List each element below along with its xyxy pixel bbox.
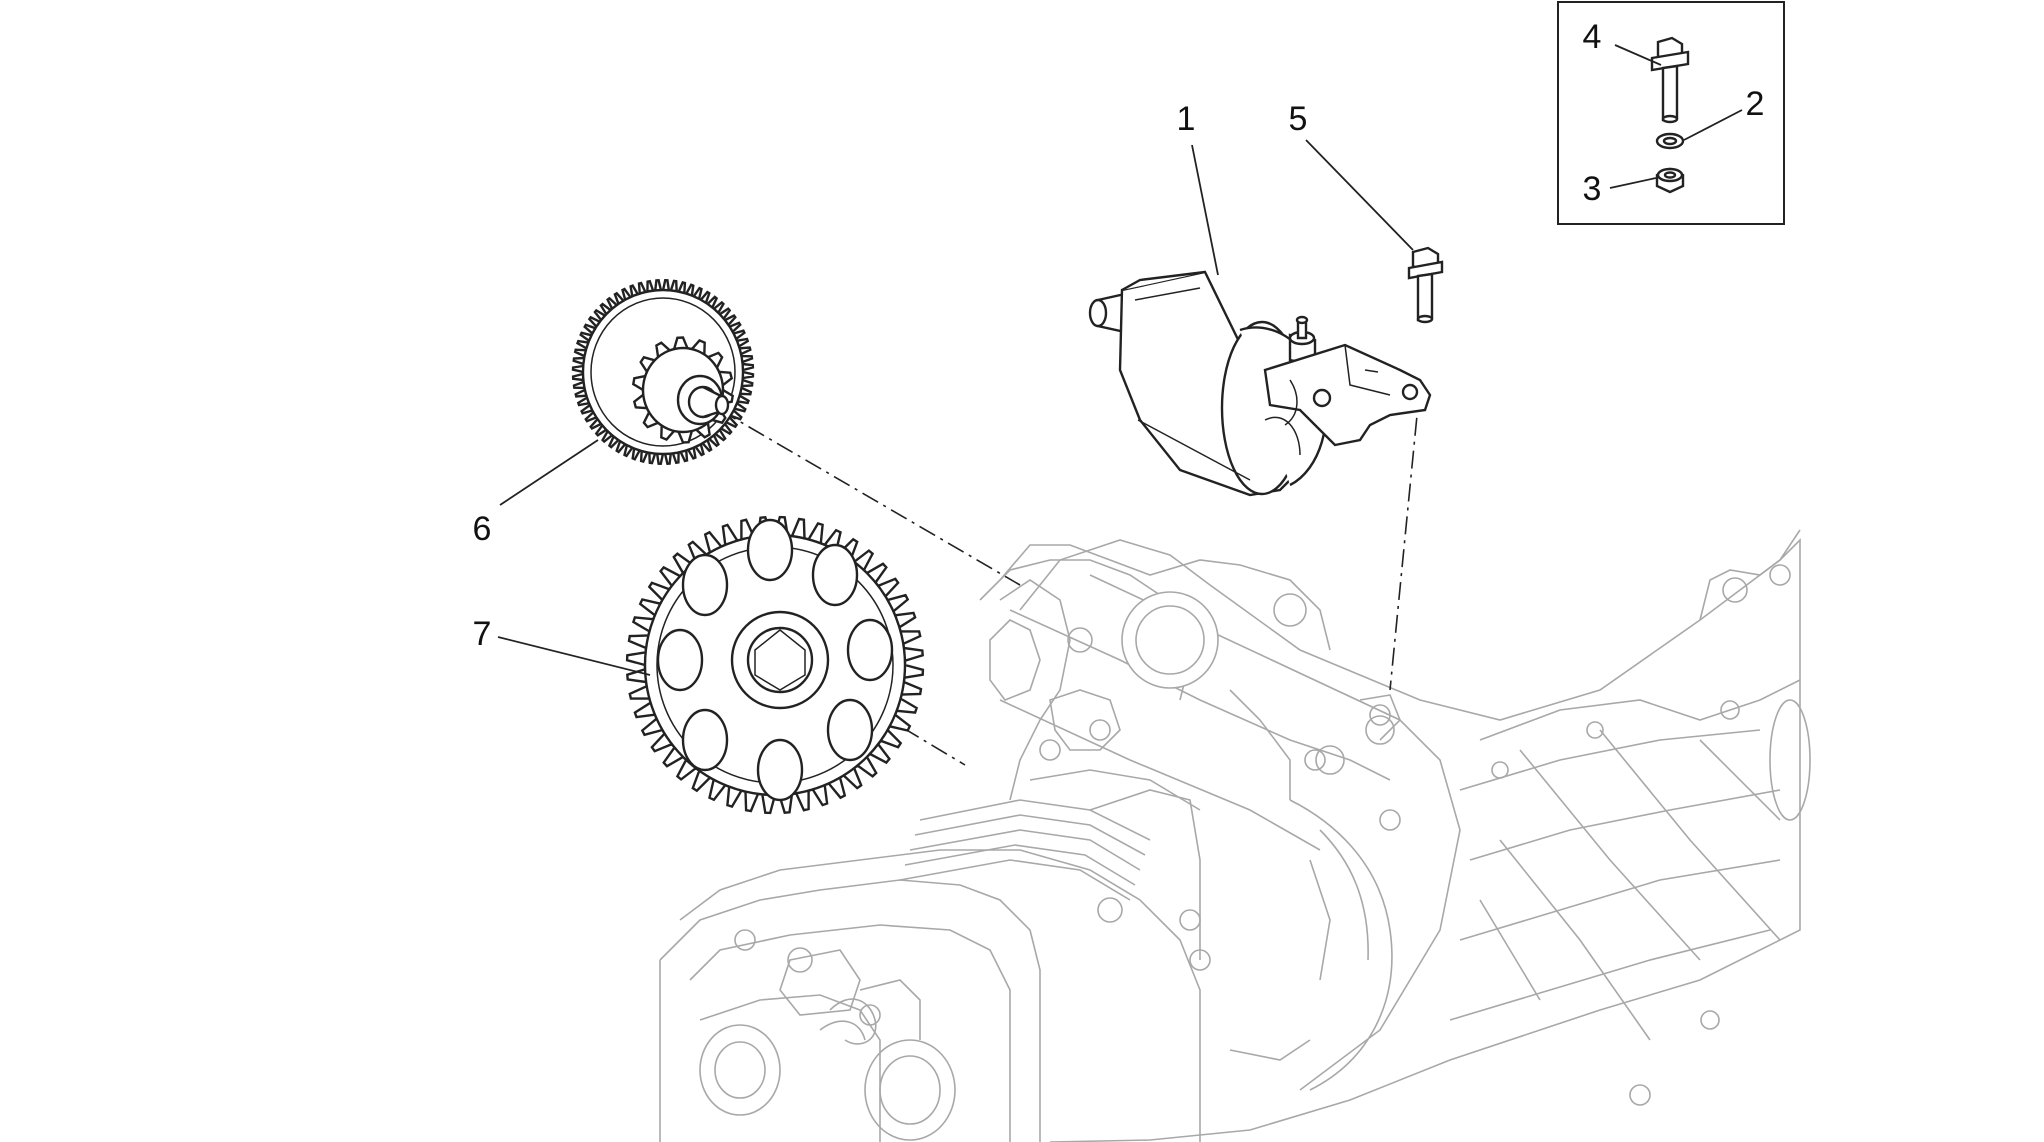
part-4-bolt [1650,36,1690,124]
part-1-starter-motor [1088,270,1432,497]
part-5-bolt [1407,246,1444,324]
callout-4: 4 [1583,18,1602,56]
part-2-washer [1655,132,1685,150]
callout-7: 7 [473,615,492,653]
callout-1: 1 [1177,100,1196,138]
callout-3: 3 [1583,170,1602,208]
hardware-inset-box [1557,1,1785,225]
part-6-idler-gear [571,278,755,466]
callout-numbers: 1 2 3 4 5 6 7 [473,18,1765,653]
callout-5: 5 [1289,100,1308,138]
part-3-nut [1655,167,1685,194]
callout-6: 6 [473,510,492,548]
engine-crankcase [659,529,1811,1142]
part-7-driven-gear [625,515,925,815]
leader-lines [497,44,1743,676]
callout-2: 2 [1746,85,1765,123]
